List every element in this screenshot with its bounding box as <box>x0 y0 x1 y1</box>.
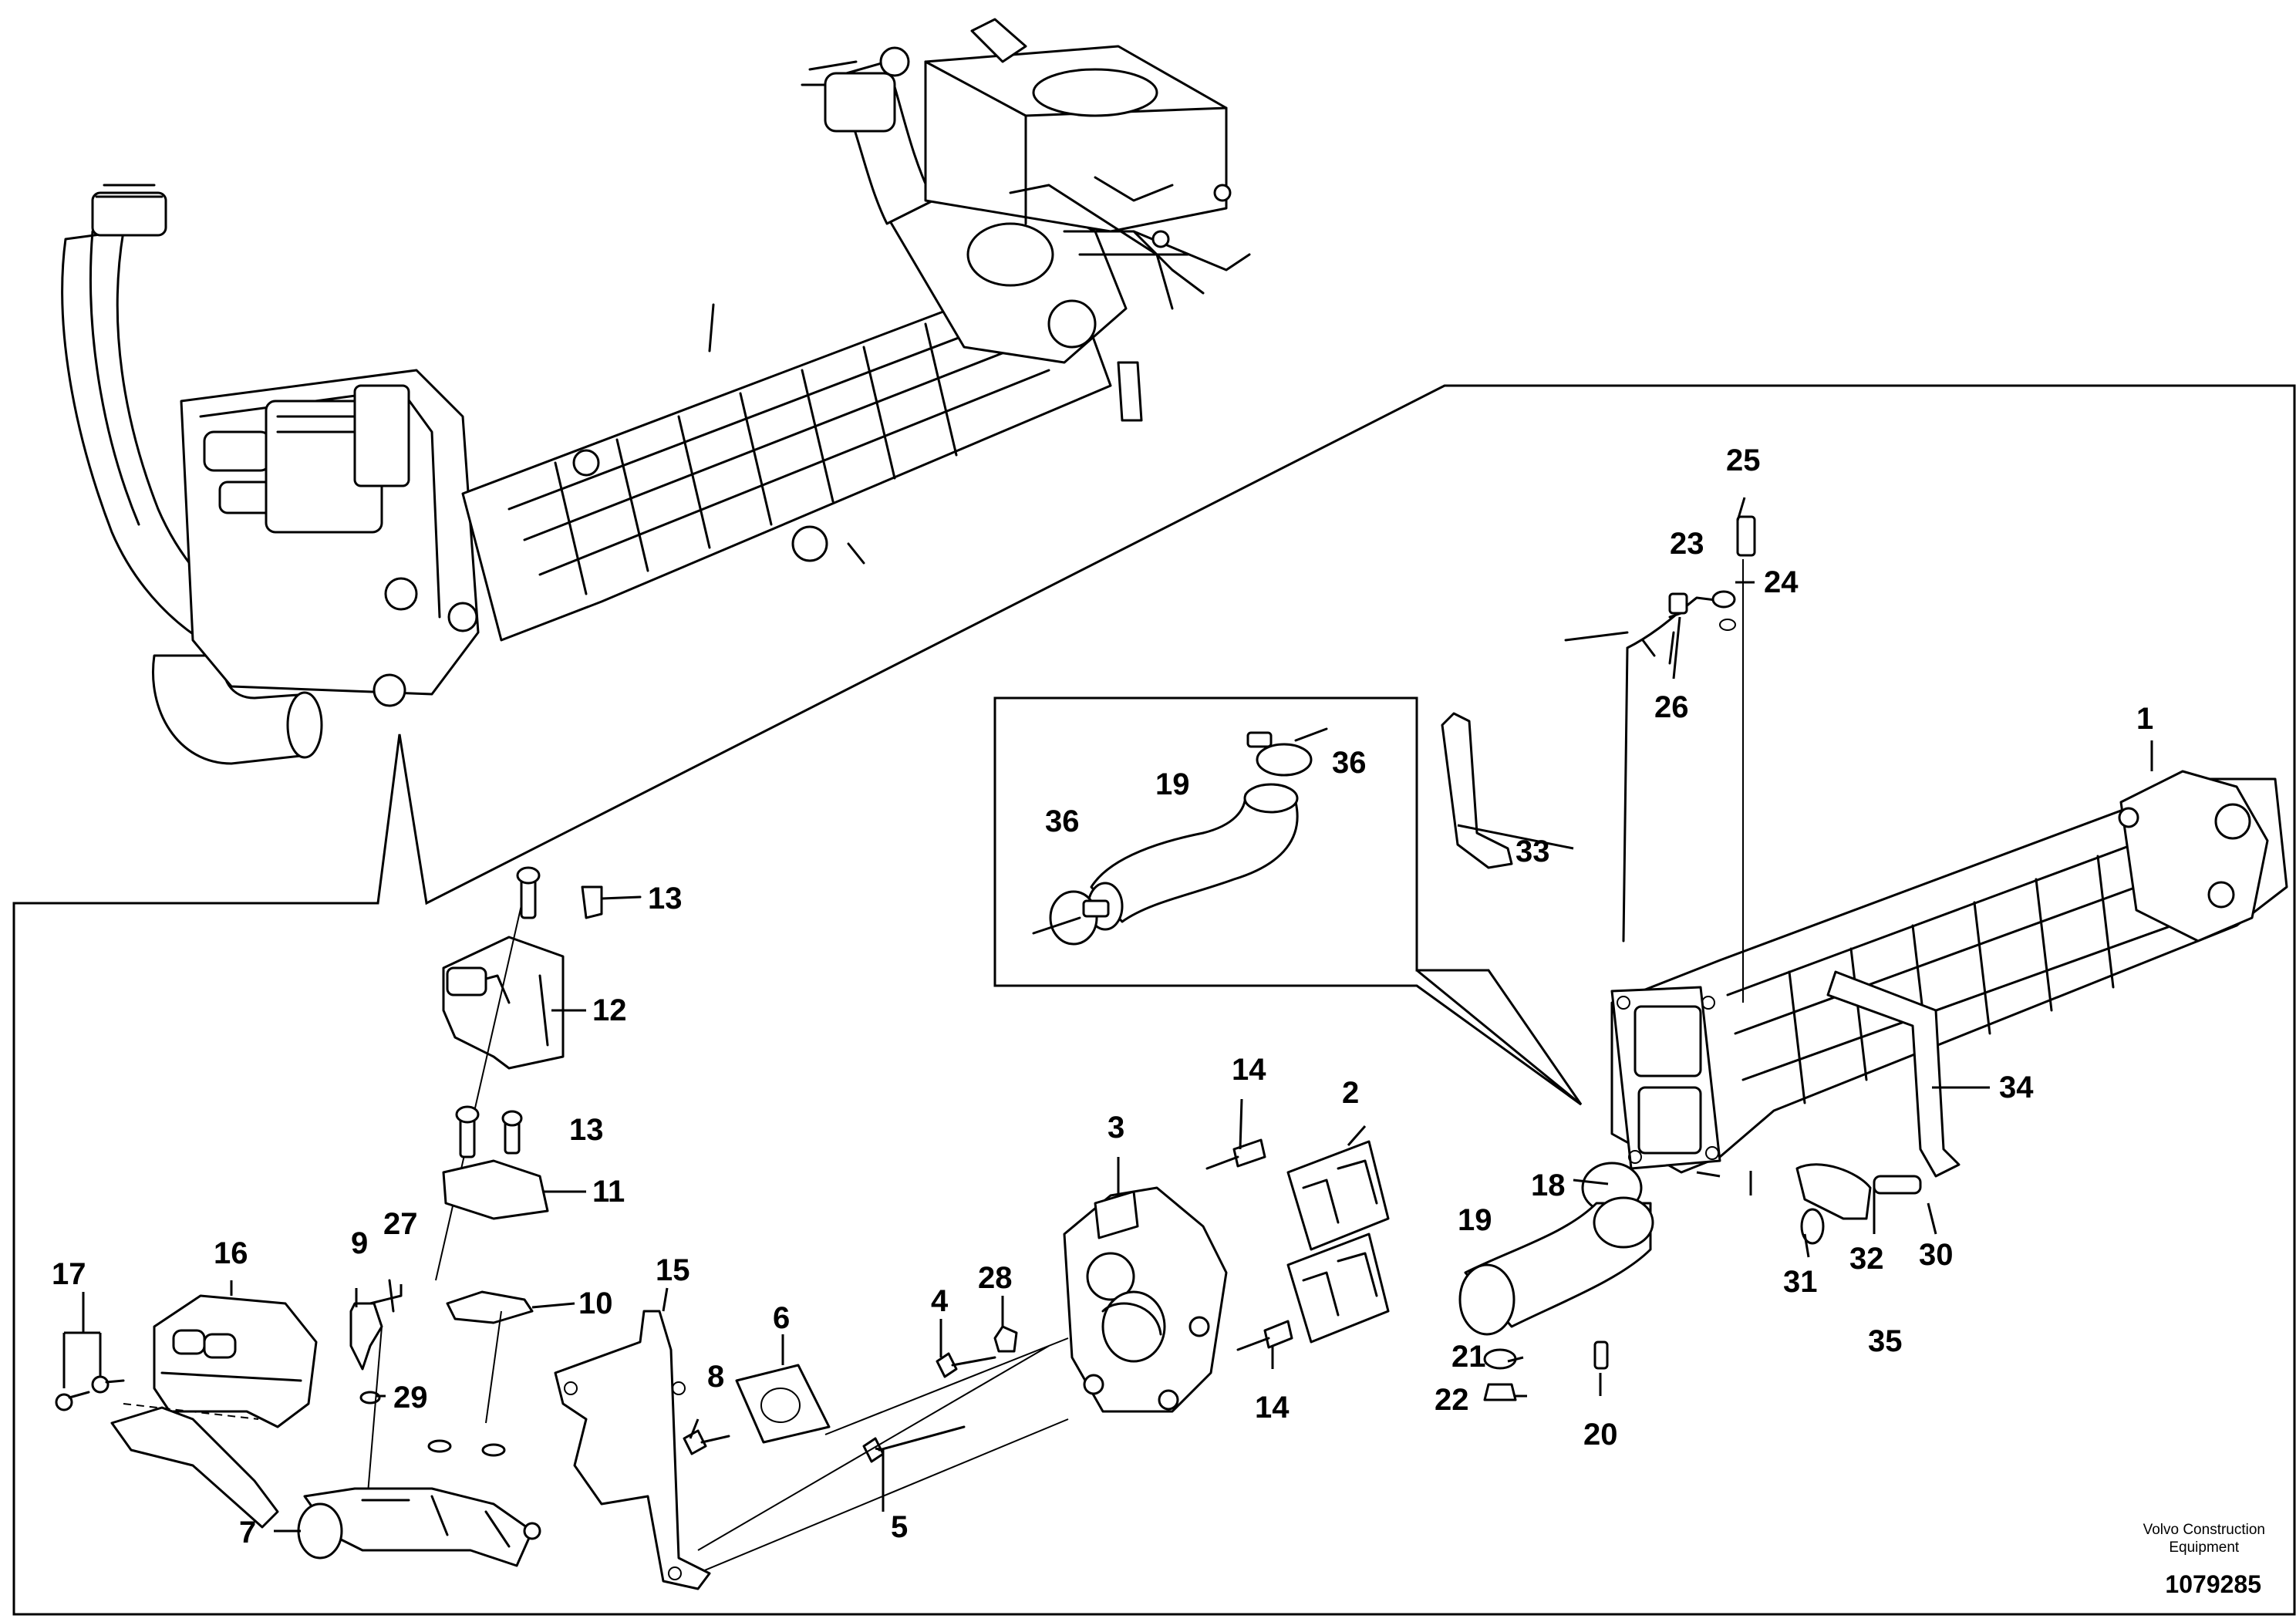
label-part-36b: 36 <box>1332 746 1367 780</box>
label-part-21: 21 <box>1451 1340 1486 1374</box>
inset-hose-assembly <box>1032 727 1328 946</box>
label-part-19a: 19 <box>1458 1203 1492 1237</box>
label-part-1: 1 <box>2136 702 2153 736</box>
label-part-27: 27 <box>383 1207 418 1241</box>
label-part-10: 10 <box>578 1286 613 1320</box>
label-part-32: 32 <box>1849 1242 1884 1276</box>
label-part-34: 34 <box>1999 1071 2034 1104</box>
label-part-30: 30 <box>1919 1238 1954 1272</box>
label-part-11: 11 <box>592 1175 625 1209</box>
label-part-26: 26 <box>1654 690 1689 724</box>
label-part-23: 23 <box>1670 527 1704 561</box>
label-part-35: 35 <box>1868 1324 1903 1358</box>
label-part-6: 6 <box>773 1301 790 1335</box>
label-part-17: 17 <box>52 1257 86 1291</box>
label-part-4: 4 <box>931 1284 949 1318</box>
label-part-33: 33 <box>1515 835 1550 868</box>
label-part-19b: 19 <box>1155 767 1190 801</box>
label-part-24: 24 <box>1764 565 1799 599</box>
label-part-16: 16 <box>214 1236 248 1270</box>
label-part-25: 25 <box>1726 443 1761 477</box>
label-part-20: 20 <box>1583 1418 1618 1452</box>
label-part-18: 18 <box>1531 1168 1566 1202</box>
brand-line-1: Volvo Construction <box>2143 1522 2265 1538</box>
brand-credit: Volvo Construction Equipment <box>2143 1521 2265 1556</box>
label-part-15: 15 <box>656 1253 690 1287</box>
label-part-28: 28 <box>978 1261 1013 1295</box>
exploded-components <box>55 515 2288 1590</box>
label-part-12: 12 <box>592 993 627 1027</box>
label-leaders <box>230 497 2153 1533</box>
part-labels: 1 2 3 4 5 6 7 8 9 10 11 12 13 13 14 14 1… <box>52 443 2153 1549</box>
label-part-13b: 13 <box>569 1113 604 1147</box>
hose-inset-frame <box>993 696 1583 1106</box>
label-part-22: 22 <box>1435 1383 1469 1417</box>
label-part-5: 5 <box>891 1510 908 1544</box>
label-part-13a: 13 <box>648 882 683 916</box>
label-part-9: 9 <box>351 1226 368 1260</box>
zoom-callout-frame <box>12 384 2296 1616</box>
brand-line-2: Equipment <box>2169 1539 2240 1556</box>
label-part-14a: 14 <box>1232 1053 1266 1087</box>
label-part-14b: 14 <box>1255 1391 1290 1425</box>
label-part-3: 3 <box>1108 1111 1124 1145</box>
label-part-29: 29 <box>393 1381 428 1415</box>
overview-assembly <box>61 18 1251 765</box>
label-part-31: 31 <box>1783 1265 1818 1299</box>
label-part-7: 7 <box>239 1516 256 1549</box>
label-part-8: 8 <box>707 1360 724 1394</box>
label-part-36a: 36 <box>1045 804 1080 838</box>
label-part-2: 2 <box>1342 1076 1359 1110</box>
document-number: 1079285 <box>2165 1570 2261 1598</box>
